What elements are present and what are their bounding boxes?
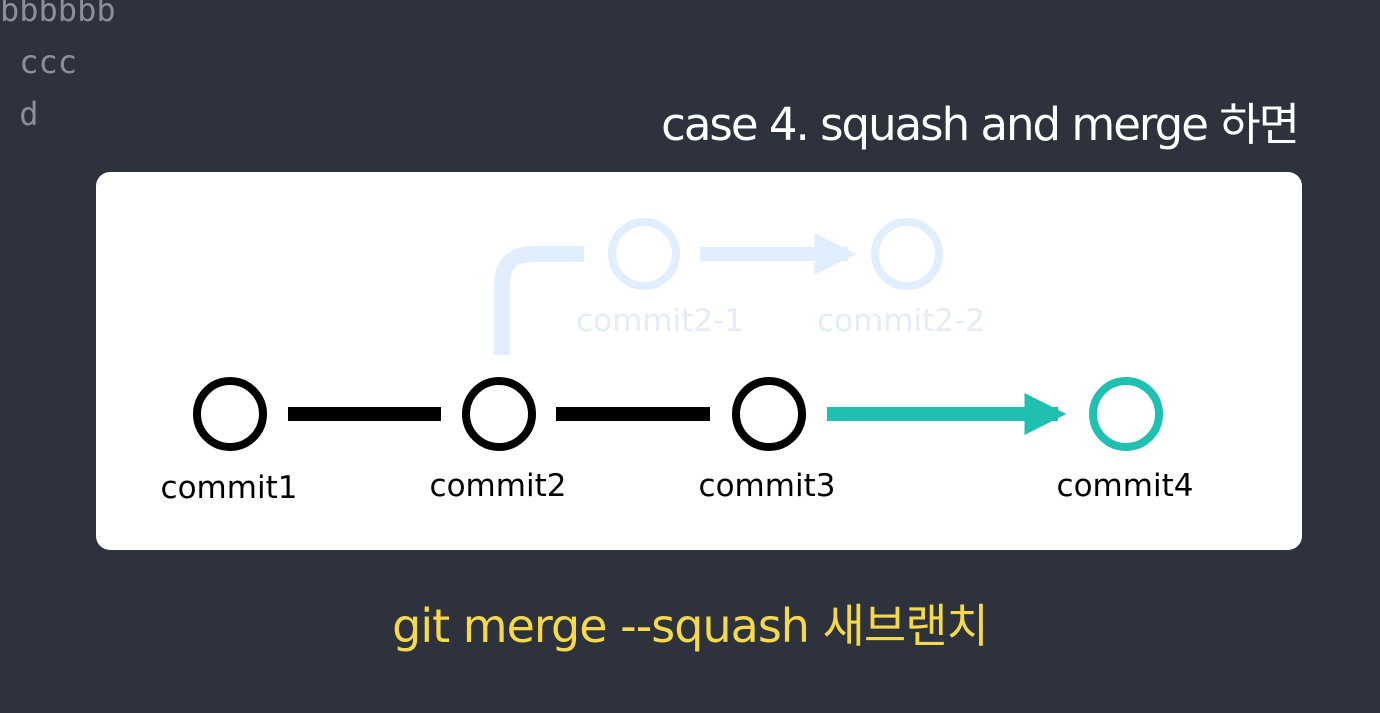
diagram-card: commit2-1 commit2-2 commit1 commit2 comm… bbox=[96, 172, 1302, 550]
commit-label: commit3 bbox=[699, 468, 836, 504]
commit-label: commit4 bbox=[1057, 468, 1194, 504]
branch-commit-node bbox=[871, 218, 943, 290]
squash-commit-node bbox=[1089, 377, 1163, 451]
branch-commit-label: commit2-2 bbox=[817, 303, 985, 339]
commit-node bbox=[732, 377, 806, 451]
code-line: d bbox=[0, 95, 39, 133]
commit-node bbox=[193, 377, 267, 451]
branch-commit-label: commit2-1 bbox=[576, 303, 744, 339]
case-title: case 4. squash and merge 하면 bbox=[661, 98, 1300, 151]
code-line: ccc bbox=[0, 43, 78, 81]
commit-label: commit2 bbox=[430, 468, 567, 504]
commit-node bbox=[462, 377, 536, 451]
branch-commit-node bbox=[608, 218, 680, 290]
branch-connector-line bbox=[494, 246, 584, 355]
code-snippet: bbbbbb ccc d bbox=[0, 0, 116, 140]
commit-label: commit1 bbox=[161, 470, 298, 506]
code-line: bbbbbb bbox=[0, 0, 116, 29]
commit-graph: commit2-1 commit2-2 commit1 commit2 comm… bbox=[161, 218, 1194, 506]
git-command: git merge --squash 새브랜치 bbox=[392, 599, 989, 653]
